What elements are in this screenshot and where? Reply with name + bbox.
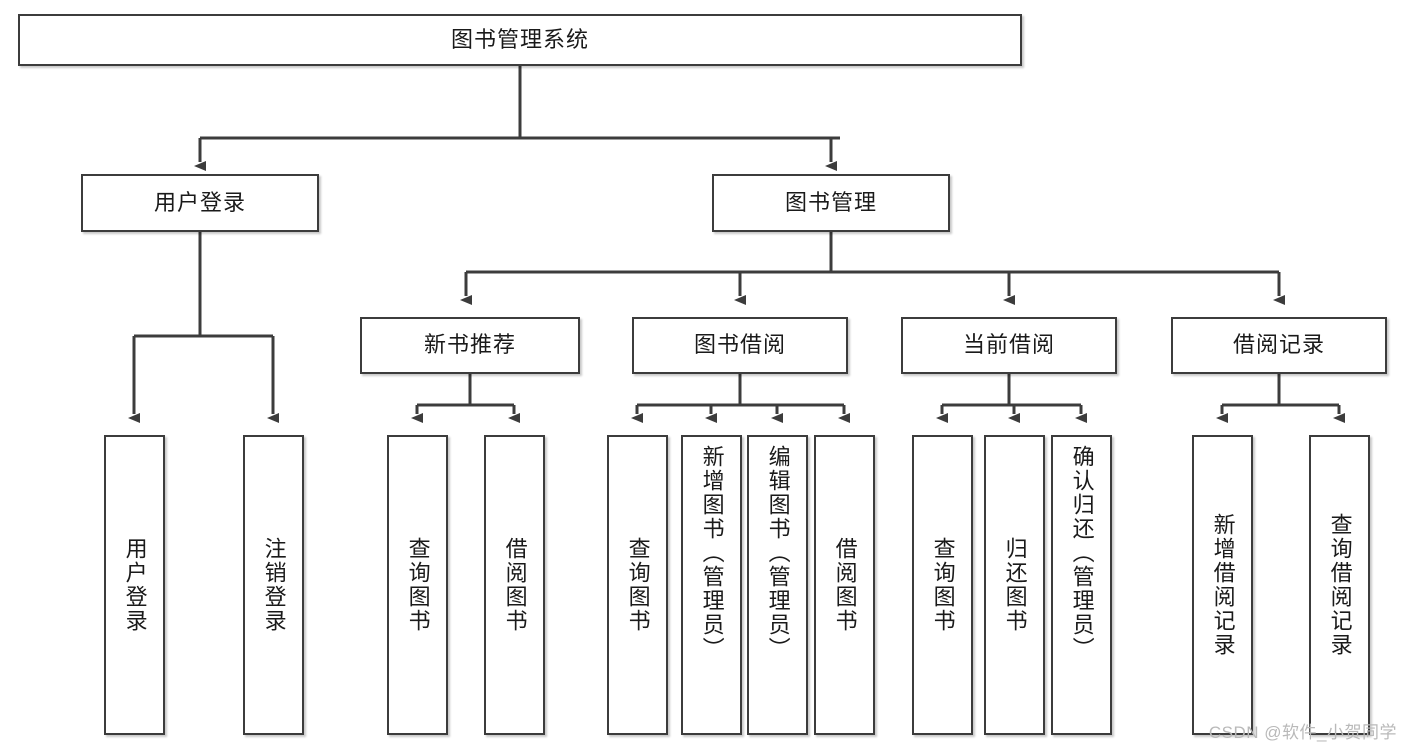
- leaf-confirm-return-admin-label: 确认归还（管理员）: [1069, 445, 1095, 661]
- node-new-book-recommend[interactable]: 新书推荐: [360, 317, 580, 374]
- leaf-add-book-admin-label: 新增图书（管理员）: [699, 445, 725, 661]
- node-root[interactable]: 图书管理系统: [18, 14, 1022, 66]
- leaf-borrow-book-recommend-label: 借阅图书: [502, 537, 528, 633]
- node-borrow-records[interactable]: 借阅记录: [1171, 317, 1387, 374]
- node-borrow-records-label: 借阅记录: [1232, 332, 1325, 358]
- edge-newbook-to-leaves: [411, 374, 520, 423]
- edge-current-to-leaves: [936, 374, 1087, 423]
- edge-borrow-to-leaves: [631, 374, 850, 423]
- leaf-confirm-return-admin[interactable]: 确认归还（管理员）: [1051, 435, 1112, 735]
- node-book-management[interactable]: 图书管理: [712, 174, 950, 232]
- leaf-edit-book-admin-label: 编辑图书（管理员）: [765, 445, 791, 661]
- leaf-query-borrow-record[interactable]: 查询借阅记录: [1309, 435, 1370, 735]
- leaf-user-login-label: 用户登录: [122, 537, 148, 633]
- leaf-query-book-recommend[interactable]: 查询图书: [387, 435, 448, 735]
- leaf-return-book[interactable]: 归还图书: [984, 435, 1045, 735]
- leaf-query-book-current[interactable]: 查询图书: [912, 435, 973, 735]
- leaf-borrow-book-recommend[interactable]: 借阅图书: [484, 435, 545, 735]
- edge-root-to-level2: [194, 66, 840, 171]
- leaf-add-borrow-record[interactable]: 新增借阅记录: [1192, 435, 1253, 735]
- leaf-add-book-admin[interactable]: 新增图书（管理员）: [681, 435, 742, 735]
- leaf-query-borrow-record-label: 查询借阅记录: [1327, 513, 1353, 657]
- leaf-query-book-current-label: 查询图书: [930, 537, 956, 633]
- leaf-user-login[interactable]: 用户登录: [104, 435, 165, 735]
- leaf-add-borrow-record-label: 新增借阅记录: [1210, 513, 1236, 657]
- leaf-borrow-book[interactable]: 借阅图书: [814, 435, 875, 735]
- leaf-query-book-borrow-label: 查询图书: [625, 537, 651, 633]
- watermark: CSDN @软件_小贺同学: [1208, 723, 1397, 742]
- leaf-return-book-label: 归还图书: [1002, 537, 1028, 633]
- node-book-borrow-label: 图书借阅: [693, 332, 786, 358]
- node-root-label: 图书管理系统: [450, 26, 589, 52]
- node-book-management-label: 图书管理: [784, 189, 877, 215]
- node-new-book-recommend-label: 新书推荐: [423, 332, 516, 358]
- node-user-login[interactable]: 用户登录: [81, 174, 319, 232]
- edge-bookmgmt-to-level3: [460, 232, 1285, 305]
- node-book-borrow[interactable]: 图书借阅: [632, 317, 848, 374]
- edge-userlogin-to-leaves: [128, 232, 279, 423]
- node-current-borrow[interactable]: 当前借阅: [901, 317, 1117, 374]
- leaf-user-logout-label: 注销登录: [261, 537, 287, 633]
- leaf-borrow-book-label: 借阅图书: [832, 537, 858, 633]
- leaf-user-logout[interactable]: 注销登录: [243, 435, 304, 735]
- node-user-login-label: 用户登录: [153, 189, 246, 215]
- node-current-borrow-label: 当前借阅: [962, 332, 1055, 358]
- leaf-edit-book-admin[interactable]: 编辑图书（管理员）: [747, 435, 808, 735]
- edge-records-to-leaves: [1216, 374, 1345, 423]
- leaf-query-book-recommend-label: 查询图书: [405, 537, 431, 633]
- leaf-query-book-borrow[interactable]: 查询图书: [607, 435, 668, 735]
